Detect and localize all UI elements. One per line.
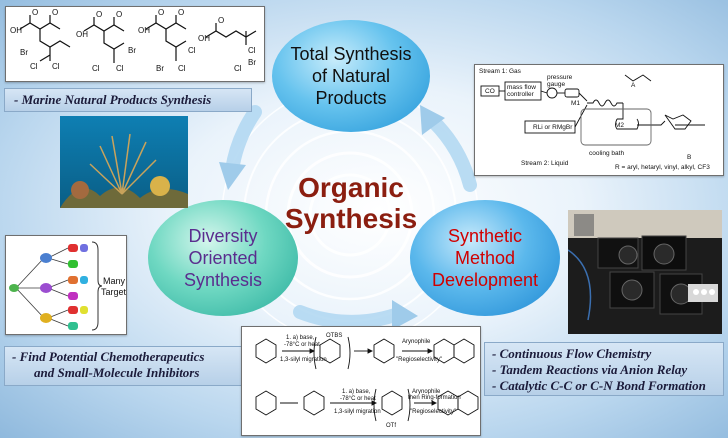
node-total-line1: Total Synthesis — [290, 44, 412, 64]
scheme-arynophile2: Arynophile — [412, 389, 441, 395]
center-title: Organic Synthesis — [276, 172, 426, 234]
scheme-regio2: then Ring-formation — [408, 395, 461, 401]
svg-text:OH: OH — [138, 26, 150, 35]
svg-text:Cl: Cl — [178, 64, 186, 73]
scheme-otbs: OTBS — [326, 333, 342, 339]
svg-text:O: O — [218, 16, 224, 25]
flow-label-a: A — [631, 82, 636, 89]
node-total-synthesis: Total Synthesis of Natural Products — [272, 20, 430, 132]
cycle-arrow-left — [225, 105, 262, 177]
svg-text:Br: Br — [128, 46, 136, 55]
node-method-line1: Synthetic — [447, 226, 523, 246]
svg-text:OH: OH — [76, 30, 88, 39]
flow-pressure2: gauge — [547, 81, 565, 88]
svg-text:Cl: Cl — [52, 62, 60, 71]
coral-reef-photo — [60, 116, 188, 208]
center-title-line1: Organic — [298, 172, 404, 203]
svg-text:O: O — [178, 8, 184, 17]
chemo-caption-bar — [4, 346, 252, 386]
chemo-caption-line2: and Small-Molecule Inhibitors — [34, 365, 200, 380]
scheme-cond1-line2: -78°C or heat — [284, 342, 320, 348]
cycle-arrowhead-bottom — [392, 300, 418, 330]
many-targets-panel: Many Targets — [5, 235, 131, 335]
cycle-arrow-bottom — [293, 305, 402, 329]
method-caption-item2: - Tandem Reactions via Anion Relay — [492, 362, 688, 377]
scheme-cond1-line3: 1,3-silyl migration — [280, 357, 327, 363]
svg-text:Br: Br — [156, 64, 164, 73]
scheme-regio: "Regioselectivity" — [396, 357, 442, 363]
scheme-cond2-line3: 1,3-silyl migration — [334, 409, 381, 415]
flow-reagent: RLi or RMgBr — [533, 124, 573, 131]
svg-text:O: O — [96, 10, 102, 19]
aryne-scheme-panel: 1. a) base, -78°C or heat 1,3-silyl migr… — [241, 326, 481, 436]
scheme-cond1-line1: 1. a) base, — [286, 335, 315, 341]
node-diversity-oriented: Diversity Oriented Synthesis — [148, 200, 298, 316]
marine-caption: - Marine Natural Products Synthesis — [14, 92, 212, 107]
svg-text:O: O — [158, 8, 164, 17]
svg-text:OH: OH — [10, 26, 22, 35]
node-total-line3: Products — [315, 88, 387, 108]
svg-text:Cl: Cl — [92, 64, 100, 73]
method-caption-item1: - Continuous Flow Chemistry — [492, 346, 652, 361]
node-total-line2: of Natural — [311, 66, 391, 86]
flow-pressure1: pressure — [547, 74, 573, 81]
flow-m1: M1 — [571, 100, 580, 107]
scheme-arynophile: Arynophile — [402, 339, 431, 345]
method-caption-item3: - Catalytic C-C or C-N Bond Formation — [492, 378, 706, 393]
cycle-arrowhead-left — [219, 162, 246, 190]
flow-m2: M2 — [615, 122, 624, 129]
svg-text:Cl: Cl — [188, 46, 196, 55]
node-diversity-line1: Diversity — [188, 226, 258, 246]
svg-text:Cl: Cl — [234, 64, 242, 73]
node-synthetic-method: Synthetic Method Development — [410, 200, 560, 316]
scheme-tf: OTf — [386, 423, 396, 429]
svg-text:Br: Br — [20, 48, 28, 57]
svg-text:O: O — [116, 10, 122, 19]
node-method-line2: Method — [454, 248, 516, 268]
flow-cooling: cooling bath — [589, 150, 624, 157]
svg-text:Cl: Cl — [30, 62, 38, 71]
flow-scheme-panel: Stream 1: Gas Stream 2: Liquid CO mass f… — [474, 64, 724, 176]
scheme-regio3: "Regioselectivity" — [410, 409, 456, 415]
flow-r-note: R = aryl, hetaryl, vinyl, alkyl, CF3 — [615, 164, 710, 171]
svg-text:O: O — [32, 8, 38, 17]
svg-text:O: O — [52, 8, 58, 17]
svg-text:OH: OH — [198, 34, 210, 43]
lab-equipment-photo — [568, 210, 722, 334]
svg-text:Cl: Cl — [116, 64, 124, 73]
scheme-cond2-line2: -78°C or heat — [340, 396, 376, 402]
node-method-line3: Development — [431, 270, 539, 290]
targets-label-line2: Targets — [101, 287, 126, 297]
flow-label-b: B — [687, 154, 691, 161]
targets-label-line1: Many — [103, 276, 126, 286]
flow-stream1: Stream 1: Gas — [479, 68, 522, 75]
node-diversity-line2: Oriented — [188, 248, 258, 268]
cycle-arrowhead-right — [420, 105, 445, 135]
many-targets-diagram: Many Targets — [9, 241, 131, 331]
center-title-line2: Synthesis — [284, 203, 418, 234]
chemo-caption-line1: - Find Potential Chemotherapeutics — [12, 349, 205, 364]
cycle-arrow-right — [425, 113, 477, 192]
flow-mfc2: controller — [507, 91, 535, 98]
svg-text:Br: Br — [248, 58, 256, 67]
node-diversity-line3: Synthesis — [183, 270, 263, 290]
flow-mfc1: mass flow — [507, 84, 536, 91]
scheme-cond2-line1: 1. a) base, — [342, 389, 371, 395]
marine-caption-bar — [4, 88, 252, 112]
aryne-scheme: 1. a) base, -78°C or heat 1,3-silyl migr… — [255, 333, 479, 429]
flow-co: CO — [485, 88, 495, 95]
flow-stream2: Stream 2: Liquid — [521, 160, 569, 167]
method-caption-bar — [484, 342, 724, 396]
svg-text:Cl: Cl — [248, 46, 256, 55]
flow-scheme: Stream 1: Gas Stream 2: Liquid CO mass f… — [479, 68, 710, 171]
